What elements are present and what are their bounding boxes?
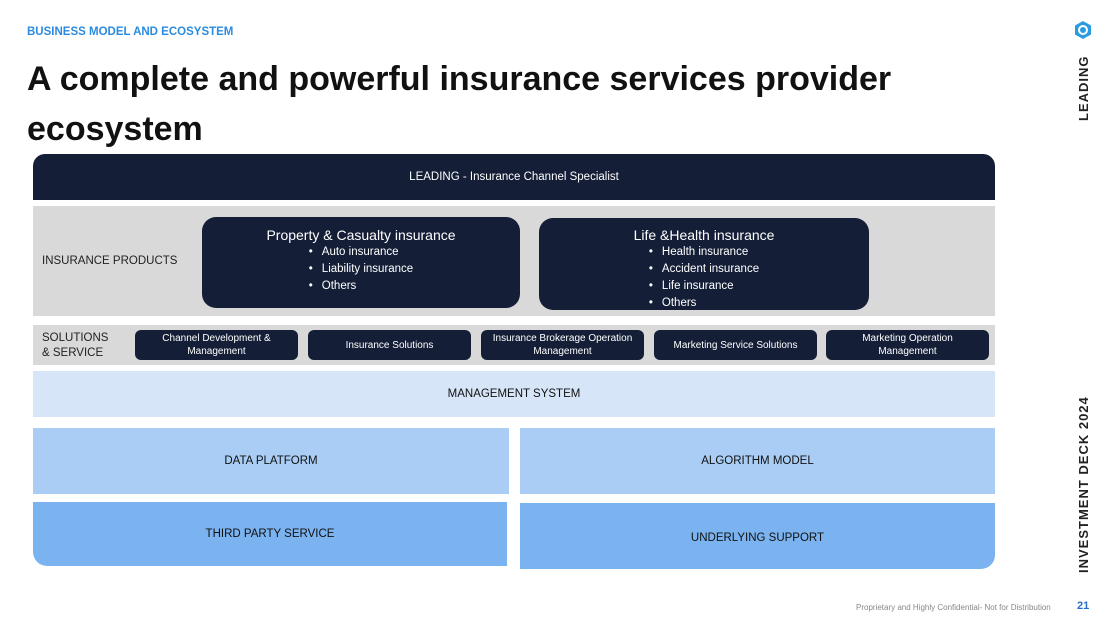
solution-item: Insurance Solutions [308, 330, 471, 360]
confidential-note: Proprietary and Highly Confidential- Not… [856, 603, 1051, 612]
product-item: Accident insurance [649, 261, 759, 278]
product-item: Life insurance [649, 278, 759, 295]
solutions-label: SOLUTIONS & SERVICE [42, 331, 108, 361]
solution-item: Marketing Operation Management [826, 330, 989, 360]
solutions-band: SOLUTIONS & SERVICE Channel Development &… [33, 325, 995, 365]
ecosystem-header: LEADING - Insurance Channel Specialist [33, 154, 995, 200]
product-group-lh: Life &Health insurance Health insuranceA… [539, 218, 869, 310]
solution-item: Channel Development & Management [135, 330, 298, 360]
product-group-pc: Property & Casualty insurance Auto insur… [202, 217, 520, 308]
data-platform: DATA PLATFORM [33, 428, 509, 494]
insurance-products-band: INSURANCE PRODUCTS Property & Casualty i… [33, 206, 995, 316]
product-item: Others [309, 278, 413, 295]
product-item: Auto insurance [309, 244, 413, 261]
third-party-service: THIRD PARTY SERVICE [33, 502, 507, 566]
product-item: Health insurance [649, 244, 759, 261]
group-title: Life &Health insurance [633, 227, 775, 243]
products-label: INSURANCE PRODUCTS [42, 255, 178, 267]
section-kicker: BUSINESS MODEL AND ECOSYSTEM [27, 26, 234, 38]
logo-icon [1075, 21, 1091, 39]
solution-item: Insurance Brokerage Operation Management [481, 330, 644, 360]
label-line: & SERVICE [42, 347, 104, 359]
underlying-support: UNDERLYING SUPPORT [520, 503, 995, 569]
label-line: SOLUTIONS [42, 332, 109, 344]
page-number: 21 [1077, 600, 1090, 612]
product-item: Liability insurance [309, 261, 413, 278]
product-item: Others [649, 295, 759, 312]
deck-label: INVESTMENT DECK 2024 [1076, 396, 1091, 573]
solution-item: Marketing Service Solutions [654, 330, 817, 360]
management-system: MANAGEMENT SYSTEM [33, 371, 995, 417]
algorithm-model: ALGORITHM MODEL [520, 428, 995, 494]
group-title: Property & Casualty insurance [266, 227, 456, 243]
brand-label: LEADING [1076, 55, 1091, 122]
page-title: A complete and powerful insurance servic… [27, 60, 892, 148]
